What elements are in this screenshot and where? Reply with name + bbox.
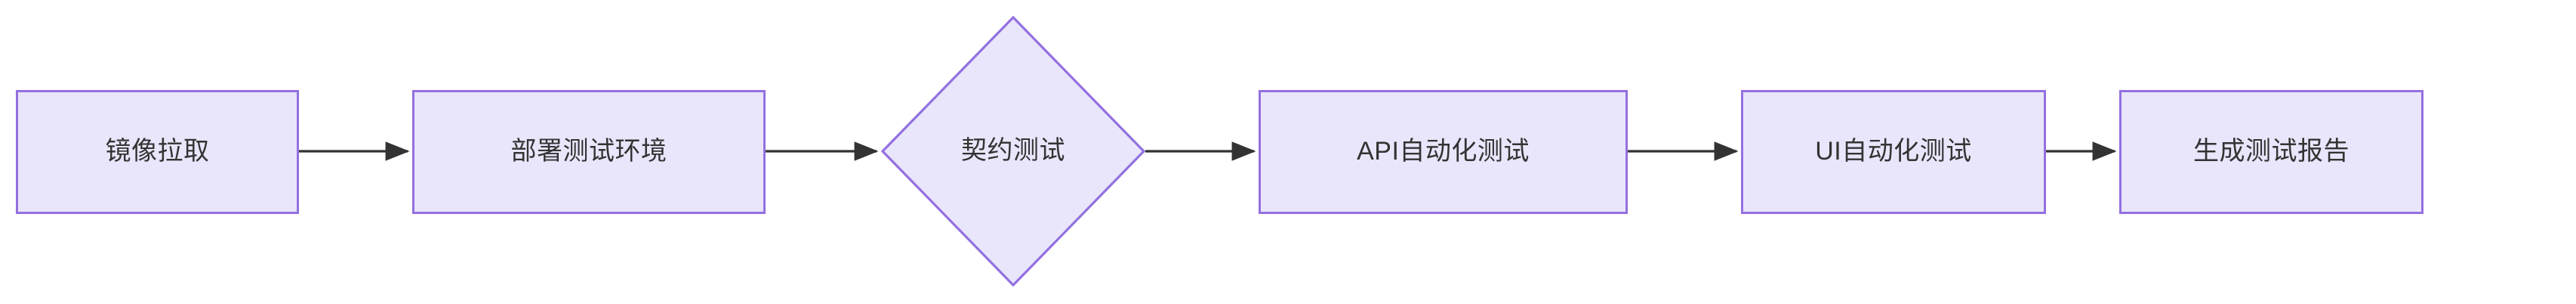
flow-node-deploy-test-env[interactable]: 部署测试环境 <box>412 90 766 214</box>
flow-node-ui-automation-test[interactable]: UI自动化测试 <box>1741 90 2046 214</box>
node-label: 镜像拉取 <box>105 137 210 166</box>
node-label: API自动化测试 <box>1357 137 1530 166</box>
node-label: UI自动化测试 <box>1815 137 1972 166</box>
flow-node-image-pull[interactable]: 镜像拉取 <box>16 90 299 214</box>
flow-node-contract-test[interactable]: 契约测试 <box>881 16 1145 287</box>
node-label: 生成测试报告 <box>2193 137 2350 166</box>
node-label: 部署测试环境 <box>510 137 667 166</box>
flow-node-api-automation-test[interactable]: API自动化测试 <box>1259 90 1628 214</box>
flow-node-generate-test-report[interactable]: 生成测试报告 <box>2119 90 2423 214</box>
diamond-shape-icon <box>881 16 1145 287</box>
